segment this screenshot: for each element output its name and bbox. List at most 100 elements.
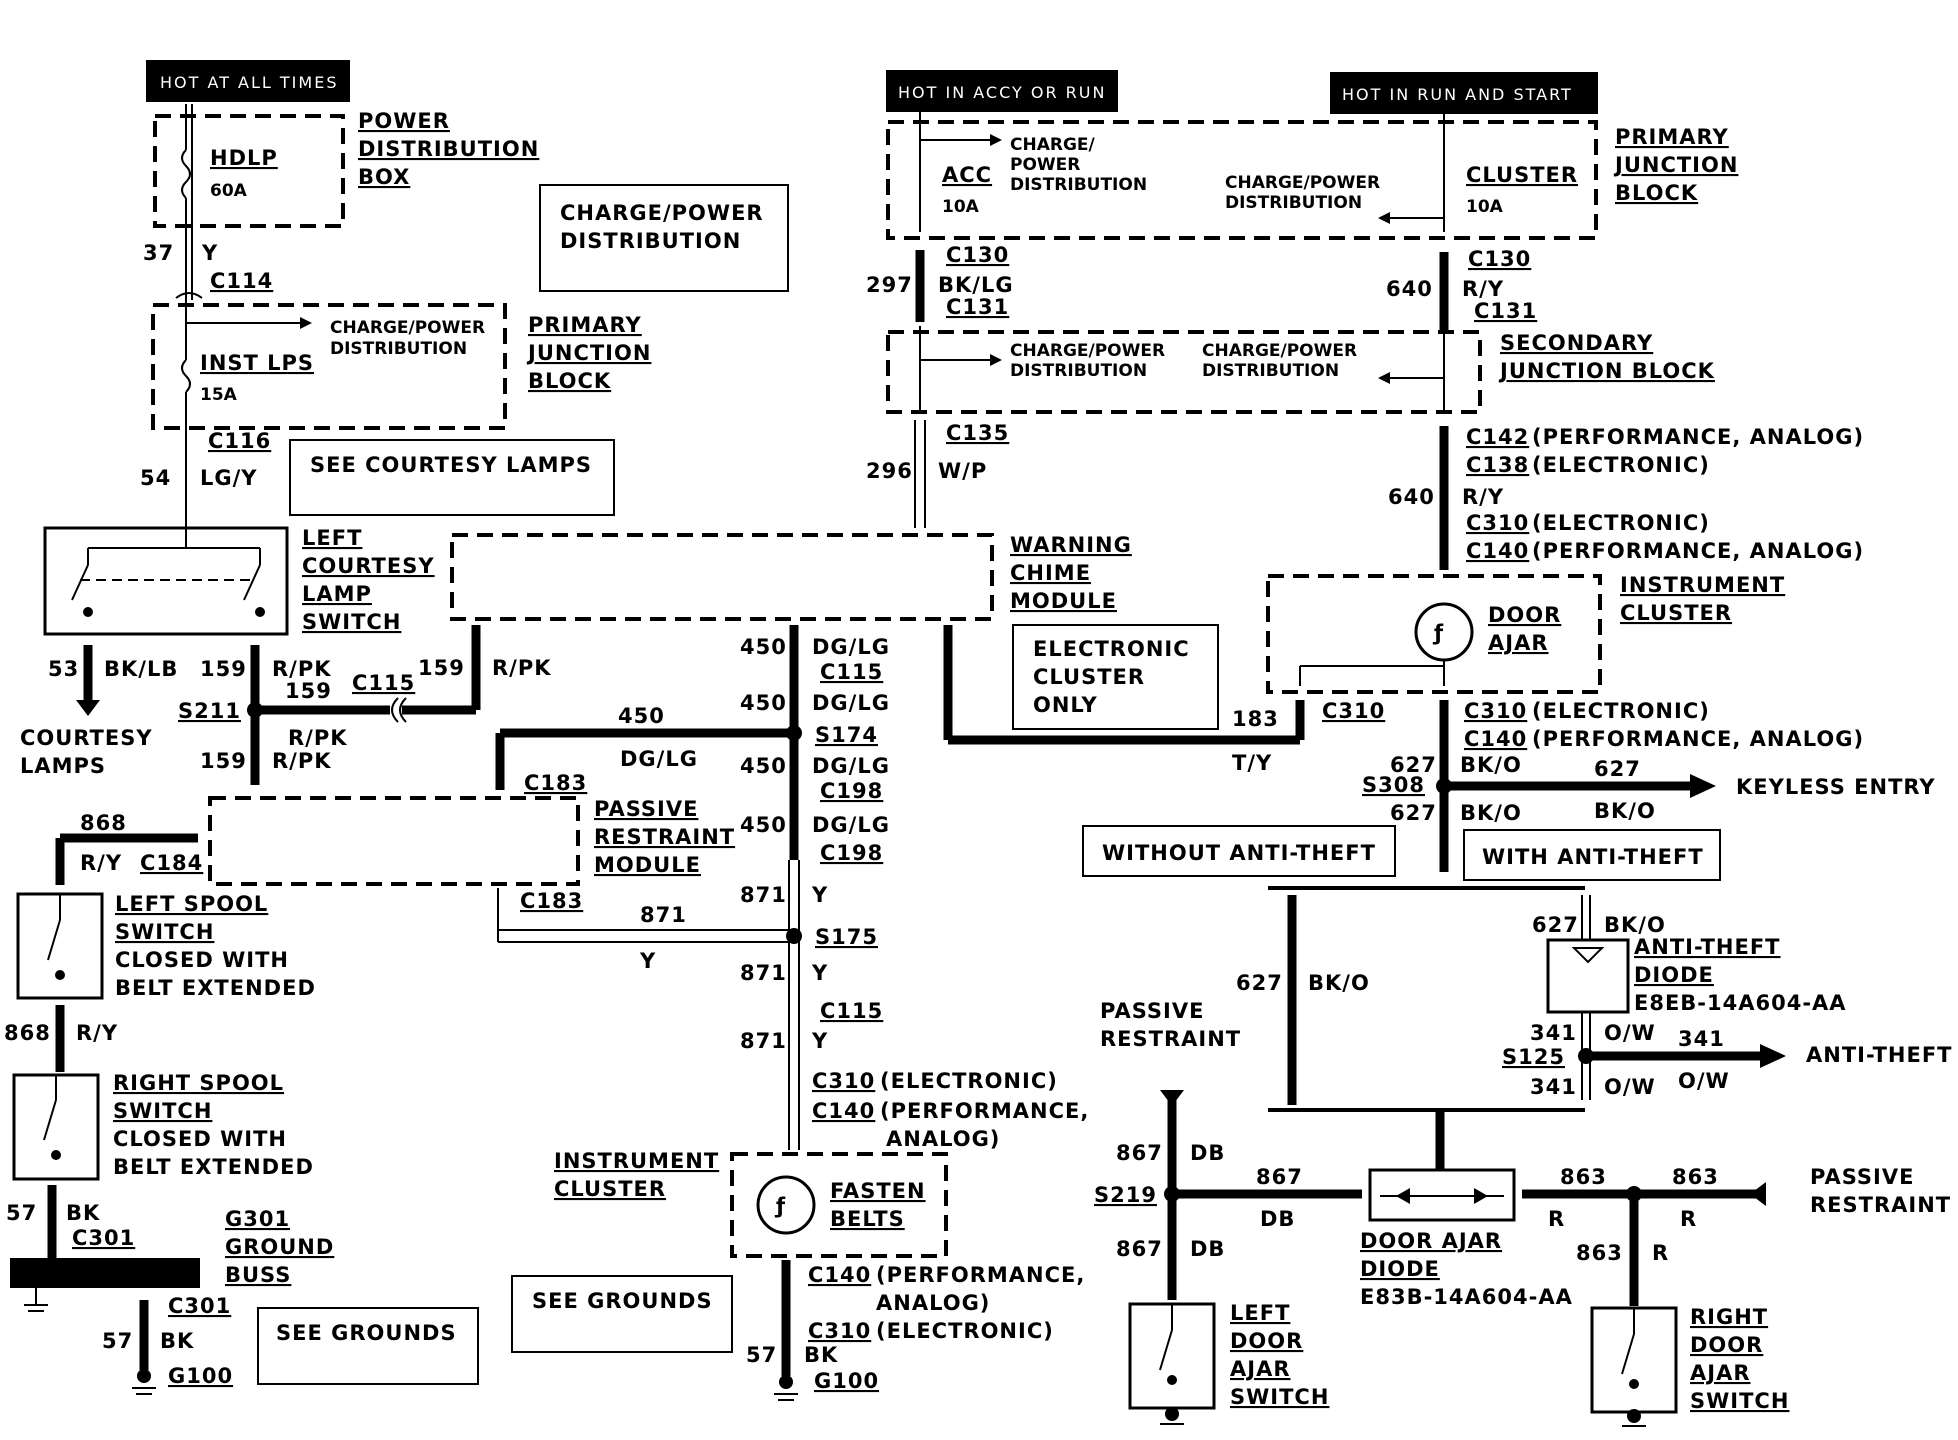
svg-text:DISTRIBUTION: DISTRIBUTION [1225, 193, 1362, 213]
fuse-hdlp-rating: 60A [210, 181, 248, 201]
svg-text:(PERFORMANCE, ANALOG): (PERFORMANCE, ANALOG) [1532, 539, 1864, 563]
svg-text:341: 341 [1530, 1021, 1577, 1045]
svg-text:DG/LG: DG/LG [812, 635, 890, 659]
charge-power-label-2: DISTRIBUTION [560, 229, 741, 253]
svg-text:CHARGE/: CHARGE/ [1010, 135, 1096, 155]
charge-power-distribution-box [539, 184, 789, 292]
ground-buss-bar [10, 1258, 200, 1288]
svg-text:LAMP: LAMP [302, 582, 372, 606]
svg-text:RESTRAINT: RESTRAINT [1810, 1193, 1951, 1217]
fuse-hdlp-icon [181, 149, 191, 199]
svg-text:CLOSED WITH: CLOSED WITH [115, 948, 289, 972]
svg-text:ACC: ACC [942, 163, 992, 187]
svg-text:SWITCH: SWITCH [302, 610, 401, 634]
svg-text:DG/LG: DG/LG [812, 691, 890, 715]
svg-text:DOOR: DOOR [1488, 603, 1561, 627]
svg-text:O/W: O/W [1678, 1069, 1730, 1093]
svg-text:C310: C310 [1322, 699, 1385, 723]
svg-text:CHARGE/POWER: CHARGE/POWER [330, 318, 485, 338]
svg-text:627: 627 [1236, 971, 1283, 995]
svg-text:HOT IN ACCY OR RUN: HOT IN ACCY OR RUN [898, 83, 1106, 102]
svg-text:C115: C115 [820, 999, 883, 1023]
svg-text:LEFT SPOOL: LEFT SPOOL [115, 892, 268, 916]
color-rpk-a: R/PK [272, 657, 332, 681]
svg-text:O/W: O/W [1604, 1075, 1656, 1099]
svg-text:DB: DB [1260, 1207, 1295, 1231]
connector-c184: C184 [140, 851, 203, 875]
svg-text:MODULE: MODULE [1010, 589, 1117, 613]
svg-text:W/P: W/P [938, 459, 987, 483]
svg-text:C183: C183 [520, 889, 583, 913]
fasten-belts-lamp-icon [756, 1175, 816, 1235]
svg-text:C310: C310 [1464, 699, 1527, 723]
with-anti-theft-box [1463, 829, 1721, 881]
svg-text:450: 450 [740, 813, 787, 837]
splice-s211-label: S211 [178, 699, 241, 723]
svg-text:JUNCTION BLOCK: JUNCTION BLOCK [1498, 359, 1715, 383]
svg-text:C198: C198 [820, 841, 883, 865]
electronic-cluster-only-box [1012, 624, 1219, 730]
svg-text:C138: C138 [1466, 453, 1529, 477]
svg-text:BK: BK [66, 1201, 100, 1225]
svg-text:AJAR: AJAR [1690, 1361, 1751, 1385]
svg-text:Y: Y [811, 1029, 828, 1053]
svg-text:E83B-14A604-AA: E83B-14A604-AA [1360, 1285, 1573, 1309]
left-courtesy-lamp-switch [43, 526, 289, 636]
svg-text:(PERFORMANCE,: (PERFORMANCE, [880, 1099, 1089, 1123]
svg-text:R/PK: R/PK [288, 726, 348, 750]
circuit-53: 53 [48, 657, 79, 681]
svg-text:SWITCH: SWITCH [113, 1099, 212, 1123]
svg-text:627: 627 [1390, 801, 1437, 825]
svg-text:871: 871 [740, 1029, 787, 1053]
svg-text:LAMPS: LAMPS [20, 754, 106, 778]
label-power-box-2: DISTRIBUTION [358, 137, 539, 161]
svg-text:O/W: O/W [1604, 1021, 1656, 1045]
anti-theft-diode [1546, 938, 1630, 1014]
see-grounds-box-center [511, 1275, 733, 1353]
svg-text:450: 450 [740, 754, 787, 778]
svg-text:450: 450 [618, 704, 665, 728]
svg-text:DG/LG: DG/LG [812, 813, 890, 837]
svg-text:57: 57 [746, 1343, 777, 1367]
svg-text:BK/O: BK/O [1460, 753, 1522, 777]
svg-text:C131: C131 [946, 295, 1009, 319]
svg-text:R/PK: R/PK [492, 656, 552, 680]
color-bklb: BK/LB [104, 657, 178, 681]
svg-text:(PERFORMANCE, ANALOG): (PERFORMANCE, ANALOG) [1532, 727, 1864, 751]
svg-text:LEFT: LEFT [302, 526, 362, 550]
label-power-box-1: POWER [358, 109, 450, 133]
svg-text:G100: G100 [168, 1364, 233, 1388]
svg-text:WITHOUT ANTI-THEFT: WITHOUT ANTI-THEFT [1102, 841, 1376, 865]
svg-text:AJAR: AJAR [1488, 631, 1549, 655]
svg-text:CHARGE/POWER: CHARGE/POWER [1202, 341, 1357, 361]
label-power-box-3: BOX [358, 165, 410, 189]
svg-text:DOOR AJAR: DOOR AJAR [1360, 1229, 1502, 1253]
svg-text:(ELECTRONIC): (ELECTRONIC) [1532, 511, 1710, 535]
svg-text:BK/O: BK/O [1460, 801, 1522, 825]
svg-text:JUNCTION: JUNCTION [526, 341, 651, 365]
svg-text:ELECTRONIC: ELECTRONIC [1033, 637, 1190, 661]
fuse-inst-lps-name: INST LPS [200, 351, 314, 375]
svg-text:E8EB-14A604-AA: E8EB-14A604-AA [1634, 991, 1847, 1015]
svg-text:DG/LG: DG/LG [620, 747, 698, 771]
svg-text:Y: Y [811, 961, 828, 985]
svg-text:ONLY: ONLY [1033, 693, 1098, 717]
svg-text:BELT EXTENDED: BELT EXTENDED [115, 976, 316, 1000]
svg-text:867: 867 [1116, 1141, 1163, 1165]
primary-junction-block-left-outline [151, 303, 507, 430]
svg-text:C135: C135 [946, 421, 1009, 445]
svg-text:SWITCH: SWITCH [1230, 1385, 1329, 1409]
svg-text:450: 450 [740, 635, 787, 659]
svg-text:C301: C301 [168, 1294, 231, 1318]
see-courtesy-lamps-box [289, 439, 615, 516]
svg-text:450: 450 [740, 691, 787, 715]
svg-text:PRIMARY: PRIMARY [1615, 125, 1729, 149]
svg-text:JUNCTION: JUNCTION [1613, 153, 1738, 177]
svg-text:WITH ANTI-THEFT: WITH ANTI-THEFT [1482, 845, 1704, 869]
svg-text:ANALOG): ANALOG) [876, 1291, 990, 1315]
svg-text:C140: C140 [1466, 539, 1529, 563]
svg-text:ƒ: ƒ [774, 1194, 786, 1218]
without-anti-theft-box [1082, 825, 1396, 877]
svg-text:S125: S125 [1502, 1045, 1565, 1069]
svg-text:DG/LG: DG/LG [812, 754, 890, 778]
